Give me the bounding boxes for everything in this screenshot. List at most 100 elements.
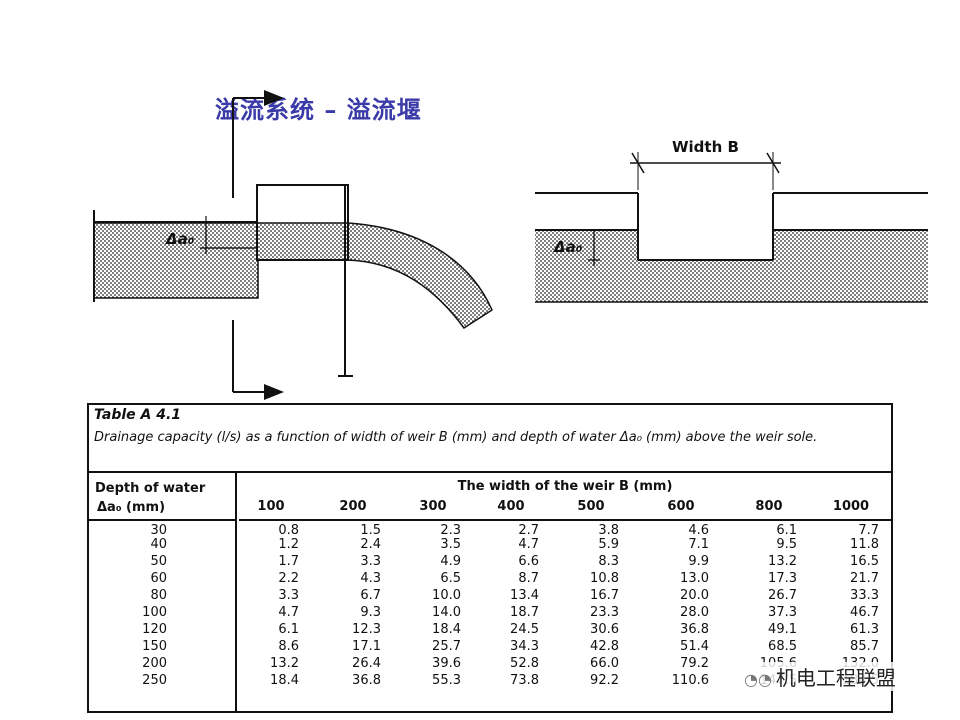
row-depth: 120: [142, 622, 167, 637]
stub-header-line2: Δa₀ (mm): [97, 500, 166, 515]
column-header: 500: [577, 499, 605, 514]
table-cell: 8.7: [518, 571, 539, 586]
width-label: Width B: [672, 138, 739, 156]
row-depth: 200: [142, 656, 167, 671]
table-cell: 16.5: [850, 554, 879, 569]
table-cell: 3.3: [278, 588, 299, 603]
table-cell: 17.3: [768, 571, 797, 586]
table-cell: 12.3: [352, 622, 381, 637]
table-cell: 4.7: [518, 537, 539, 552]
table-cell: 18.4: [270, 673, 299, 688]
table-cell: 36.8: [352, 673, 381, 688]
row-depth: 40: [150, 537, 167, 552]
table-cell: 13.0: [680, 571, 709, 586]
table-cell: 92.2: [590, 673, 619, 688]
table-cell: 14.0: [432, 605, 461, 620]
table-cell: 2.4: [360, 537, 381, 552]
table-header: Table A 4.1 Drainage capacity (l/s) as a…: [89, 405, 891, 473]
column-header: 300: [419, 499, 447, 514]
table-cell: 7.1: [688, 537, 709, 552]
weir-side-section: Δa₀: [93, 90, 493, 400]
table-cell: 51.4: [680, 639, 709, 654]
table-cell: 20.0: [680, 588, 709, 603]
table-cell: 6.1: [776, 523, 797, 538]
table-cell: 8.6: [278, 639, 299, 654]
row-depth: 30: [150, 523, 167, 538]
table-cell: 16.7: [590, 588, 619, 603]
column-header: 1000: [832, 499, 870, 514]
table-cell: 4.3: [360, 571, 381, 586]
table-cell: 6.7: [360, 588, 381, 603]
table-cell: 11.8: [850, 537, 879, 552]
table-cell: 79.2: [680, 656, 709, 671]
table-cell: 1.7: [278, 554, 299, 569]
stub-body-rule: [235, 521, 237, 711]
table-cell: 6.6: [518, 554, 539, 569]
stub-header: Depth of water Δa₀ (mm): [89, 471, 237, 521]
row-depth: 150: [142, 639, 167, 654]
table-cell: 33.3: [850, 588, 879, 603]
column-header: 400: [497, 499, 525, 514]
table-cell: 68.5: [768, 639, 797, 654]
table-cell: 13.2: [270, 656, 299, 671]
table-cell: 8.3: [598, 554, 619, 569]
table-cell: 73.8: [510, 673, 539, 688]
table-caption: Drainage capacity (l/s) as a function of…: [94, 430, 818, 445]
table-cell: 52.8: [510, 656, 539, 671]
row-depth: 250: [142, 673, 167, 688]
table-cell: 36.8: [680, 622, 709, 637]
column-header: 600: [667, 499, 695, 514]
column-header: 200: [339, 499, 367, 514]
row-depth: 100: [142, 605, 167, 620]
table-cell: 85.7: [850, 639, 879, 654]
table-cell: 49.1: [768, 622, 797, 637]
table-cell: 34.3: [510, 639, 539, 654]
table-cell: 18.7: [510, 605, 539, 620]
table-cell: 39.6: [432, 656, 461, 671]
table-cell: 6.1: [278, 622, 299, 637]
table-cell: 42.8: [590, 639, 619, 654]
table-cell: 10.0: [432, 588, 461, 603]
table-cell: 2.3: [440, 523, 461, 538]
table-cell: 26.7: [768, 588, 797, 603]
depth-label-left: Δa₀: [165, 230, 195, 248]
table-cell: 21.7: [850, 571, 879, 586]
table-cell: 30.6: [590, 622, 619, 637]
row-depth: 60: [150, 571, 167, 586]
table-cell: 66.0: [590, 656, 619, 671]
table-cell: 9.9: [688, 554, 709, 569]
table-cell: 61.3: [850, 622, 879, 637]
table-cell: 26.4: [352, 656, 381, 671]
column-header: 100: [257, 499, 285, 514]
table-cell: 110.6: [671, 673, 709, 688]
table-cell: 9.3: [360, 605, 381, 620]
weir-front-view: Width B Δa₀: [535, 138, 928, 303]
table-cell: 5.9: [598, 537, 619, 552]
slide-title: 溢流系统 – 溢流堰: [215, 95, 422, 124]
table-cell: 7.7: [858, 523, 879, 538]
table-cell: 24.5: [510, 622, 539, 637]
table-label: Table A 4.1: [94, 407, 182, 423]
stub-header-line1: Depth of water: [95, 481, 206, 496]
table-cell: 46.7: [850, 605, 879, 620]
table-cell: 1.2: [278, 537, 299, 552]
table-cell: 4.9: [440, 554, 461, 569]
weir-diagrams: Δa₀ Width B Δa₀: [93, 90, 928, 400]
column-spanner: The width of the weir B (mm): [457, 479, 673, 494]
table-cell: 55.3: [432, 673, 461, 688]
watermark: ◔◔机电工程联盟: [740, 662, 900, 691]
wechat-icon: ◔◔: [744, 670, 772, 689]
table-cell: 3.5: [440, 537, 461, 552]
table-cell: 28.0: [680, 605, 709, 620]
table-cell: 3.3: [360, 554, 381, 569]
table-cell: 6.5: [440, 571, 461, 586]
table-cell: 23.3: [590, 605, 619, 620]
table-cell: 25.7: [432, 639, 461, 654]
row-depth: 80: [150, 588, 167, 603]
column-header: 800: [755, 499, 783, 514]
table-cell: 2.2: [278, 571, 299, 586]
depth-label-right: Δa₀: [553, 238, 583, 256]
column-rule: [239, 519, 891, 521]
watermark-text: 机电工程联盟: [775, 666, 896, 690]
weir-opening: [638, 230, 773, 260]
